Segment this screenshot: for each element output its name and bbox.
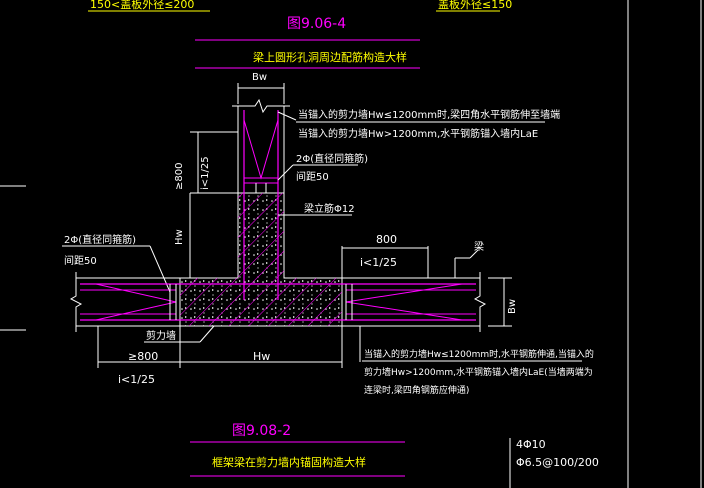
dim-800-label: 800 bbox=[376, 233, 397, 246]
slope-right-label: i<1/25 bbox=[360, 256, 397, 269]
left-stirrup-label: 2Φ(直径同箍筋) bbox=[64, 233, 136, 246]
lower-caption: 框架梁在剪力墙内锚固构造大样 bbox=[212, 455, 366, 469]
note1-line1: 当锚入的剪力墙Hw≤1200mm时,梁四角水平钢筋伸至墙端 bbox=[298, 108, 560, 121]
ge800-bottom-label: ≥800 bbox=[128, 350, 158, 363]
ge800-label-vertical: ≥800 bbox=[174, 163, 185, 190]
note2-line2: 剪力墙Hw>1200mm,水平钢筋锚入墙内LaE(当墙两端为 bbox=[364, 366, 593, 378]
top-left-partial-text: 150<盖板外径≤200 bbox=[90, 0, 194, 11]
wall-stirrup-v bbox=[243, 119, 279, 180]
hw-label-vertical: Hw bbox=[174, 229, 185, 245]
note2-line1: 当锚入的剪力墙Hw≤1200mm时,水平钢筋伸通,当锚入的 bbox=[364, 348, 594, 360]
bw-label: Bw bbox=[252, 72, 267, 83]
upper-figure-number: 图9.06-4 bbox=[287, 16, 346, 32]
break-line-right bbox=[473, 272, 487, 332]
concrete-hatch bbox=[180, 193, 342, 326]
shear-wall-label: 剪力墙 bbox=[146, 329, 176, 342]
stirrup-label: 2Φ(直径同箍筋) bbox=[296, 152, 368, 165]
hw-bottom-label: Hw bbox=[253, 350, 270, 363]
break-line-top bbox=[232, 98, 290, 114]
beam-stirrup-right bbox=[345, 283, 463, 321]
beam-stirrup-left bbox=[95, 283, 177, 321]
beam-label: 梁 bbox=[474, 240, 484, 253]
upper-caption: 梁上圆形孔洞周边配筋构造大样 bbox=[253, 50, 407, 64]
note1-line2: 当锚入的剪力墙Hw>1200mm,水平钢筋锚入墙内LaE bbox=[298, 127, 538, 140]
rebar-spec-1: 4Φ10 bbox=[516, 438, 546, 451]
note2-line3: 连梁时,梁四角钢筋应伸通) bbox=[364, 384, 469, 396]
bw-right-label: Bw bbox=[507, 299, 518, 314]
slope-label-vertical: i<1/25 bbox=[200, 156, 211, 190]
top-right-partial-text: 盖板外径≤150 bbox=[438, 0, 512, 11]
lower-figure-number: 图9.08-2 bbox=[232, 423, 291, 439]
break-line-left bbox=[69, 272, 83, 332]
spacing-50-label: 间距50 bbox=[296, 170, 329, 183]
left-spacing-label: 间距50 bbox=[64, 254, 97, 267]
slope-bottom-label: i<1/25 bbox=[118, 373, 155, 386]
rebar-spec-2: Φ6.5@100/200 bbox=[516, 456, 599, 469]
vertical-bar-label: 梁立筋Φ12 bbox=[304, 202, 355, 215]
